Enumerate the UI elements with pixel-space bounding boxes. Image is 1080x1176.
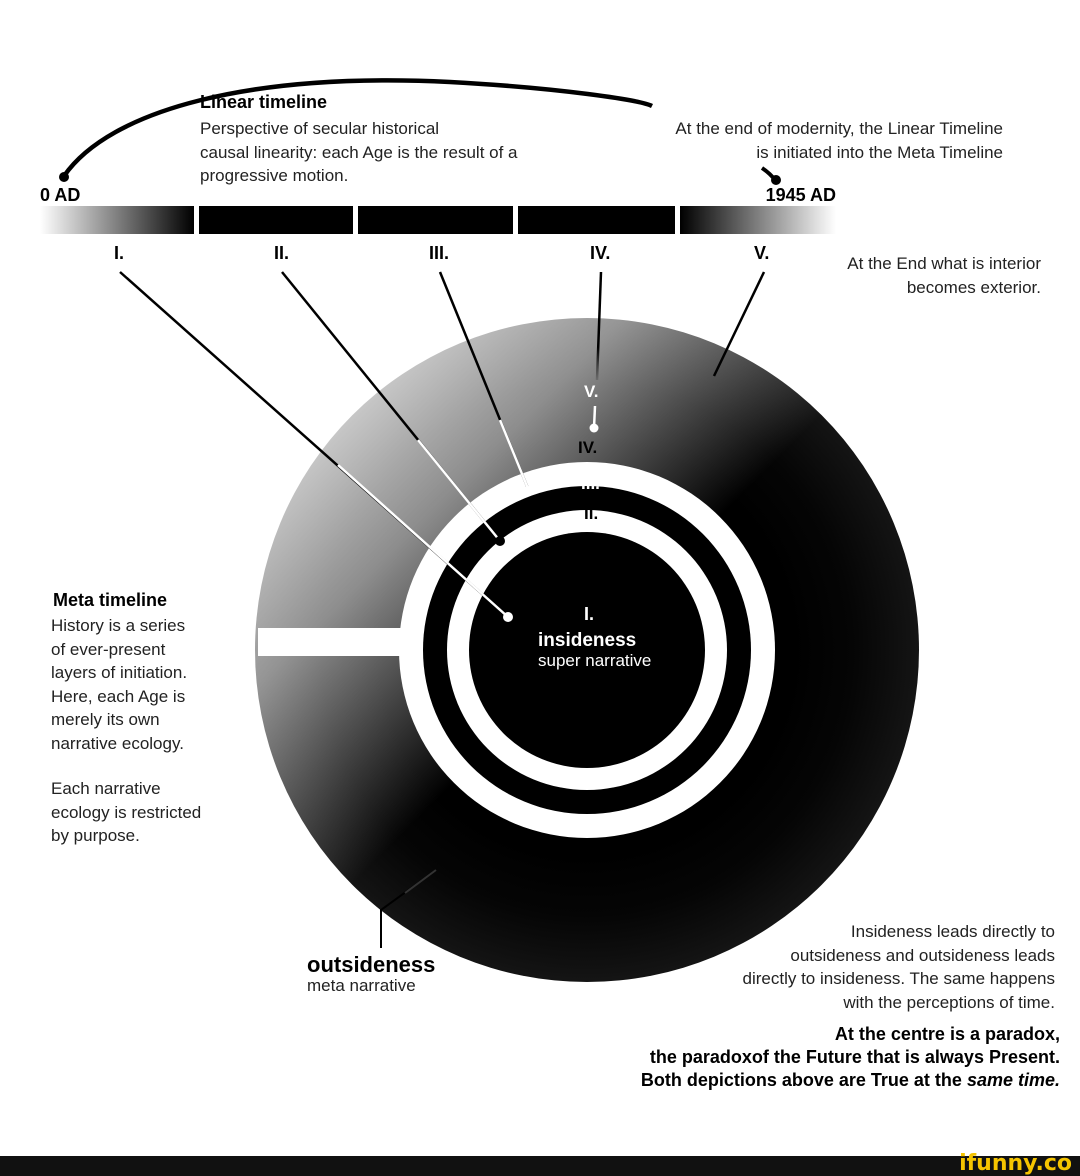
core-title: insideness <box>538 630 637 651</box>
linear-arc <box>62 78 654 178</box>
start-date-label: 0 AD <box>40 185 81 205</box>
outsideness-title: outsideness <box>307 952 436 977</box>
link-age-iv <box>595 271 603 381</box>
link-age-i-white <box>337 464 509 618</box>
ring-label-ii: II. <box>584 504 599 523</box>
dot-age-iii <box>524 486 534 496</box>
linear-title: Linear timeline <box>200 92 328 112</box>
paradox-conclusion: At the centre is a paradox, the paradoxo… <box>640 1024 1060 1090</box>
connector-gap <box>399 628 421 656</box>
dot-age-ii <box>495 536 505 546</box>
age-label-iv: IV. <box>590 243 611 263</box>
core-i <box>469 532 705 768</box>
ring-label-iii: III. <box>581 474 600 493</box>
outsideness-pointer-white <box>404 869 437 894</box>
ring-label-iv: IV. <box>578 438 598 457</box>
timeline-segment-1 <box>40 206 194 234</box>
age-label-i: I. <box>114 243 125 263</box>
ring-label-v: V. <box>584 382 599 401</box>
timeline-segment-2 <box>199 206 353 234</box>
timeline-segment-5 <box>680 206 836 234</box>
timeline-segment-3 <box>358 206 513 234</box>
outsideness-subtitle: meta narrative <box>307 976 416 995</box>
dot-age-iv <box>589 423 599 433</box>
meta-title: Meta timeline <box>53 590 168 610</box>
age-label-iii: III. <box>429 243 450 263</box>
age-label-v: V. <box>754 243 770 263</box>
meta-purpose-note: Each narrative ecology is restricted by … <box>51 779 202 845</box>
dot-age-i <box>503 612 513 622</box>
emphasis-same-time: same time. <box>966 1070 1060 1090</box>
end-note-dot <box>771 175 781 185</box>
timeline-segment-4 <box>518 206 675 234</box>
footer-bar: ifunny.co <box>0 1152 1080 1176</box>
age-label-ii: II. <box>274 243 290 263</box>
watermark-logo: ifunny.co <box>959 1151 1072 1176</box>
linear-description: Perspective of secular historical causal… <box>200 119 518 185</box>
link-age-ii-white <box>417 439 501 542</box>
arc-start-dot <box>59 172 69 182</box>
link-age-v <box>712 271 766 377</box>
core-subtitle: super narrative <box>538 651 652 670</box>
end-of-modernity-note: At the end of modernity, the Linear Time… <box>675 119 1003 162</box>
link-age-iii-white <box>498 419 531 492</box>
interior-exterior-note: At the End what is interior becomes exte… <box>847 254 1041 297</box>
meta-description: History is a series of ever-present laye… <box>51 616 188 753</box>
core-numeral: I. <box>584 604 595 624</box>
end-date-label: 1945 AD <box>765 185 836 205</box>
paradox-note: Insideness leads directly to outsideness… <box>742 922 1055 1012</box>
